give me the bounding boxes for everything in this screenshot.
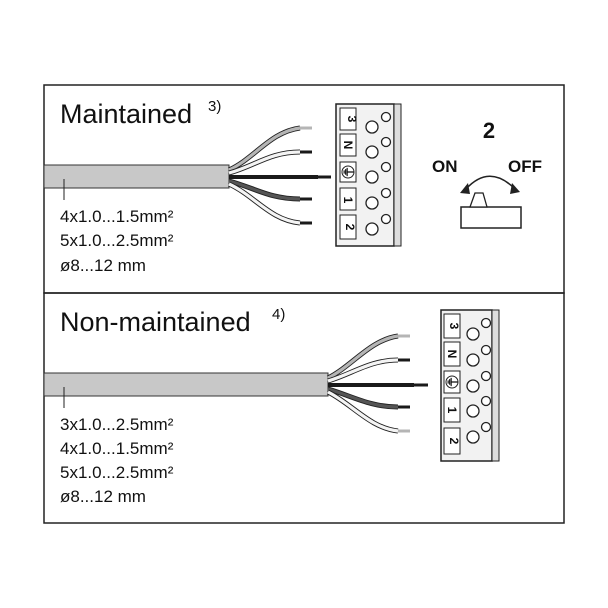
svg-text:3: 3 [345, 116, 359, 123]
maintained-spec-1: 4x1.0...1.5mm² [60, 207, 174, 226]
non-maintained-cable [43, 372, 329, 397]
svg-text:⏚: ⏚ [341, 166, 355, 178]
non-maintained-spec-3: 5x1.0...2.5mm² [60, 463, 174, 482]
non-maintained-terminal-1: 1 [443, 395, 492, 423]
maintained-title: Maintained [60, 99, 192, 129]
svg-text:N: N [341, 141, 355, 150]
maintained-terminal-n: N [339, 133, 392, 159]
non-maintained-title: Non-maintained [60, 307, 251, 337]
maintained-cable [43, 164, 230, 189]
non-maintained-spec-1: 3x1.0...2.5mm² [60, 415, 174, 434]
maintained-terminal-pe: ⏚ [339, 161, 392, 184]
switch-toggle [469, 192, 488, 208]
non-maintained-terminal-pe: ⏚ [443, 370, 492, 394]
maintained-terminal-1: 1 [339, 187, 392, 211]
maintained-terminal-block: 3 N ⏚ 1 [335, 103, 402, 247]
switch-arrow [465, 175, 515, 190]
maintained-spec-2: 5x1.0...2.5mm² [60, 231, 174, 250]
non-maintained-spec-2: 4x1.0...1.5mm² [60, 439, 174, 458]
maintained-terminal-2: 2 [339, 213, 392, 240]
maintained-spec-3: ø8...12 mm [60, 256, 146, 275]
non-maintained-frame [43, 292, 565, 524]
non-maintained-terminal-block: 3 N ⏚ 1 [440, 309, 500, 462]
svg-text:1: 1 [341, 197, 355, 204]
non-maintained-terminal-3: 3 [443, 313, 492, 341]
maintained-wires [227, 125, 331, 226]
svg-text:N: N [445, 350, 459, 359]
switch-on-label: ON [432, 157, 458, 176]
maintained-footnote: 3) [208, 98, 221, 115]
svg-text:1: 1 [445, 407, 459, 414]
switch-number: 2 [483, 118, 495, 143]
non-maintained-terminal-n: N [443, 341, 492, 367]
svg-text:⏚: ⏚ [445, 376, 459, 388]
maintained-terminal-3: 3 [339, 107, 392, 134]
switch-body [460, 206, 522, 229]
non-maintained-panel: Non-maintained 4) 3x1.0...2.5mm² 4x1.0..… [43, 292, 565, 524]
on-off-switch: 2 ON OFF [432, 118, 542, 229]
non-maintained-wires [326, 333, 428, 434]
svg-text:2: 2 [447, 438, 461, 445]
non-maintained-terminal-2: 2 [443, 421, 492, 455]
non-maintained-spec-4: ø8...12 mm [60, 487, 146, 506]
maintained-panel: Maintained 3) 4x1.0...1.5mm² 5x1.0...2.5… [43, 84, 565, 294]
svg-text:3: 3 [447, 323, 461, 330]
switch-off-label: OFF [508, 157, 542, 176]
non-maintained-footnote: 4) [272, 306, 285, 323]
svg-text:2: 2 [343, 224, 357, 231]
